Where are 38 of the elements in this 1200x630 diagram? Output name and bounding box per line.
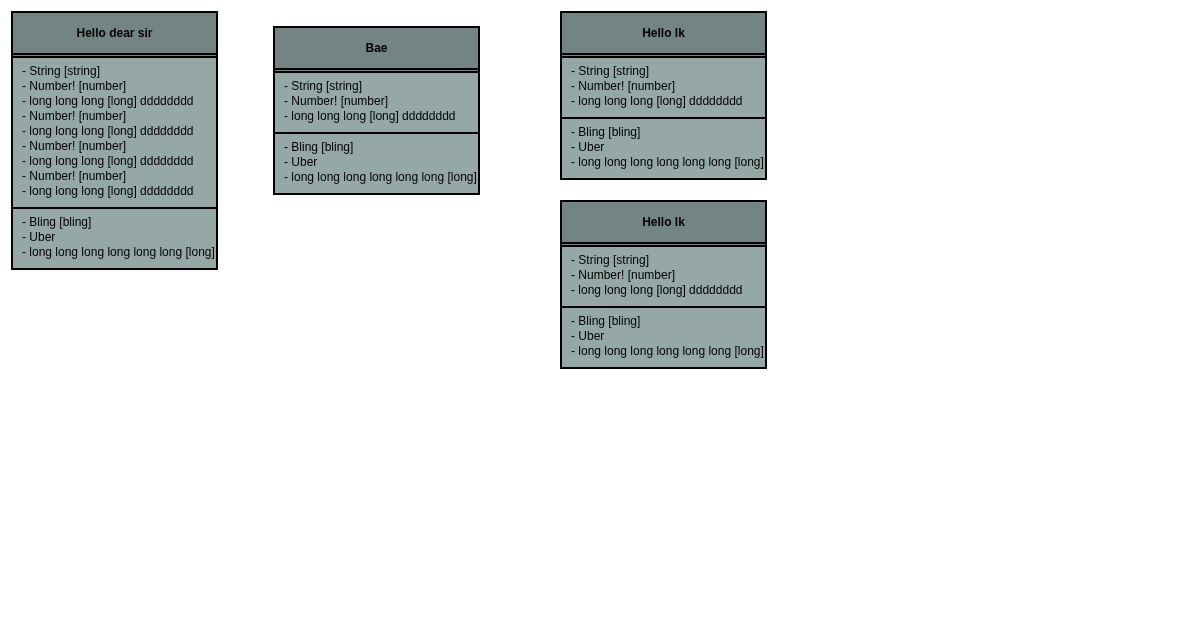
attribute-text: - Number! [number]: [284, 94, 389, 109]
attribute-text: - long long long [long] dddddddd: [22, 154, 194, 169]
attribute-text: - Number! [number]: [22, 139, 127, 154]
class-box: [273, 26, 480, 195]
method-text: - Bling [bling]: [284, 140, 354, 155]
attribute-text: - long long long [long] dddddddd: [571, 94, 743, 109]
attribute-text: - Number! [number]: [22, 109, 127, 124]
attribute-text: - long long long [long] dddddddd: [284, 109, 456, 124]
method-text: - long long long long long long [long]: [284, 170, 477, 185]
attribute-text: - String [string]: [284, 79, 363, 94]
class-box: [560, 200, 767, 369]
method-text: - Bling [bling]: [571, 314, 641, 329]
class-box: [560, 11, 767, 180]
method-text: - long long long long long long [long]: [571, 344, 764, 359]
attribute-text: - long long long [long] dddddddd: [571, 283, 743, 298]
attribute-text: - Number! [number]: [571, 268, 676, 283]
attribute-text: - String [string]: [571, 64, 650, 79]
class-name-header: Hello dear sir: [13, 13, 216, 58]
method-text: - Uber: [22, 230, 56, 245]
method-text: - Uber: [571, 329, 605, 344]
class-name-header: Hello lk: [562, 202, 765, 247]
attribute-text: - Number! [number]: [22, 79, 127, 94]
attribute-text: - long long long [long] dddddddd: [22, 94, 194, 109]
method-text: - Uber: [571, 140, 605, 155]
method-text: - Bling [bling]: [571, 125, 641, 140]
attribute-text: - String [string]: [22, 64, 101, 79]
attribute-text: - long long long [long] dddddddd: [22, 124, 194, 139]
method-text: - Uber: [284, 155, 318, 170]
attribute-text: - Number! [number]: [571, 79, 676, 94]
class-name-header: Bae: [275, 28, 478, 73]
class-box: [11, 11, 218, 270]
method-text: - long long long long long long [long]: [571, 155, 764, 170]
method-text: - long long long long long long [long]: [22, 245, 215, 260]
attribute-text: - long long long [long] dddddddd: [22, 184, 194, 199]
method-text: - Bling [bling]: [22, 215, 92, 230]
class-name-header: Hello lk: [562, 13, 765, 58]
attribute-text: - Number! [number]: [22, 169, 127, 184]
attribute-text: - String [string]: [571, 253, 650, 268]
